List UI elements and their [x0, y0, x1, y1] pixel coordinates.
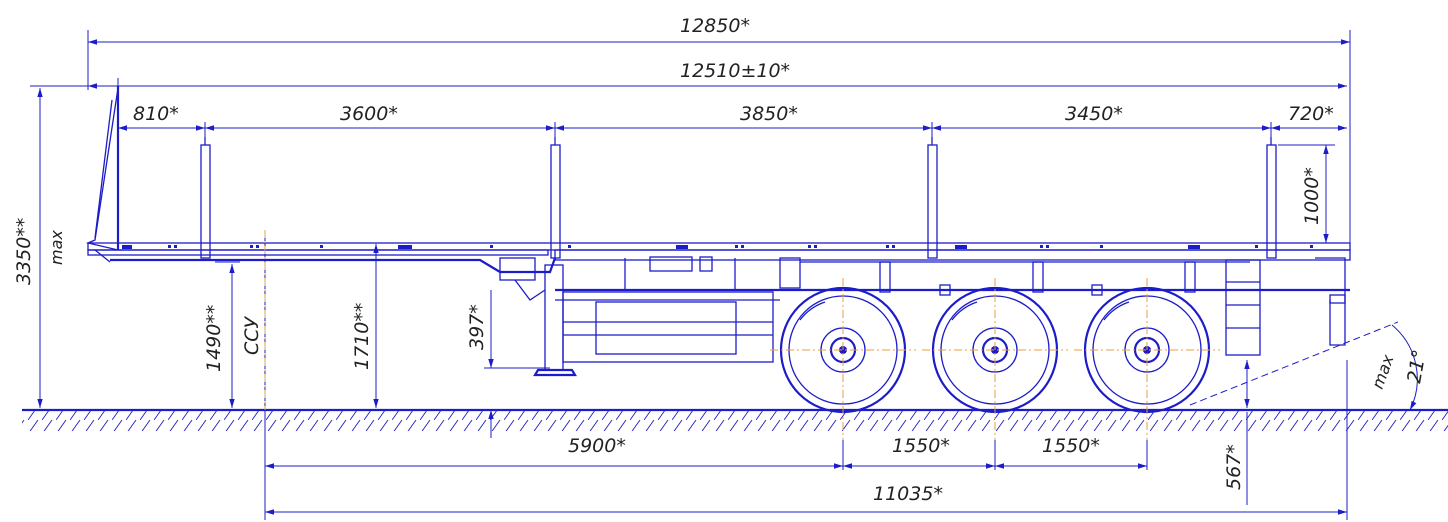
rear-ladder: [1225, 257, 1346, 356]
dimension-axle-positions: 5900* 1550* 1550* 11035*: [264, 230, 1348, 520]
label-departure-angle: 21°: [1403, 348, 1431, 385]
label-total-height-note: max: [47, 230, 66, 265]
label-front-overhang: 810*: [133, 103, 179, 125]
label-coupling-height: 1490**: [203, 305, 225, 372]
label-deck-height: 1710**: [351, 303, 373, 370]
trailer-body: [85, 86, 1351, 301]
dimension-overall-length: 12850*: [87, 15, 1351, 250]
dimension-ground-clearance: 397*: [466, 290, 550, 438]
label-overall-length: 12850*: [680, 15, 750, 37]
label-body-length: 12510±10*: [680, 60, 790, 82]
wheel-3: [1074, 278, 1220, 440]
label-total-height: 3350**: [13, 218, 35, 285]
label-rear-overhang: 720*: [1288, 103, 1334, 125]
label-kingpin-to-axle: 5900*: [568, 435, 626, 457]
suspension: [779, 257, 1250, 296]
dimension-body-length: 12510±10*: [88, 60, 1347, 130]
dimension-stake-spacing: 810* 3600* 3850* 3450* 720*: [118, 103, 1347, 140]
label-stake-span-3: 3450*: [1065, 103, 1123, 125]
dimension-departure-angle: max 21°: [1189, 321, 1431, 411]
label-axle-spacing-1: 1550*: [892, 435, 950, 457]
dimension-rear-clearance: 567*: [1223, 360, 1250, 505]
label-axle-spacing-2: 1550*: [1042, 435, 1100, 457]
label-stake-span-1: 3600*: [340, 103, 398, 125]
wheel-1: [770, 278, 916, 440]
dimension-deck-height: 1710**: [351, 244, 379, 408]
label-stake-height: 1000*: [1301, 167, 1323, 225]
dimension-stake-height: 1000*: [1278, 144, 1335, 243]
label-departure-angle-note: max: [1368, 352, 1398, 392]
dimension-total-height: 3350** max: [13, 85, 118, 408]
label-kingpin-to-rear: 11035*: [873, 483, 943, 505]
label-rear-clearance: 567*: [1223, 444, 1245, 490]
wheel-2: [922, 278, 1068, 440]
label-stake-span-2: 3850*: [740, 103, 798, 125]
label-coupling: ССУ: [241, 315, 263, 355]
label-ground-clearance: 397*: [466, 304, 488, 350]
dimension-coupling-height: 1490** ССУ: [203, 261, 263, 408]
stakes: [200, 137, 1277, 259]
ground: [22, 408, 1448, 431]
landing-gear: [499, 256, 774, 377]
